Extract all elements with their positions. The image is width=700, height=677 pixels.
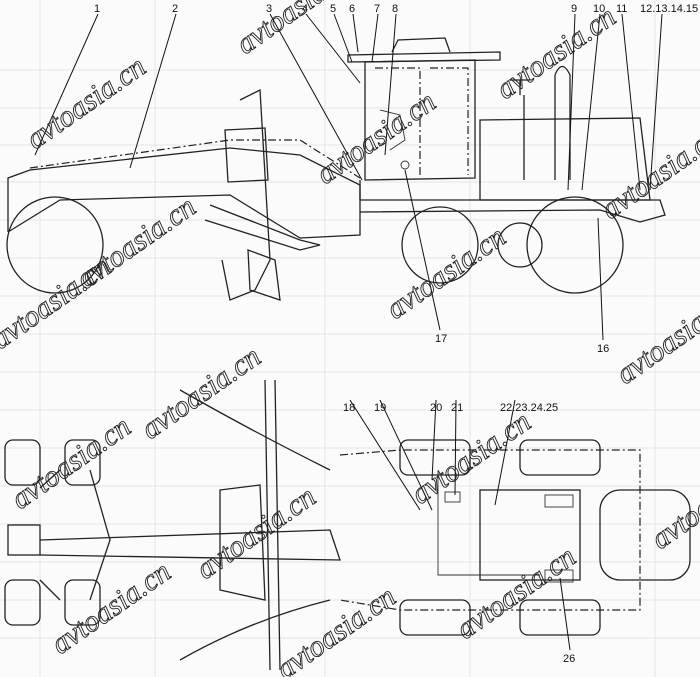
side-view — [6, 37, 666, 301]
callout-22-25: 22.23.24.25 — [500, 402, 558, 414]
callout-6: 6 — [349, 3, 355, 15]
callout-21: 21 — [451, 402, 463, 414]
watermark: avtoasia.cn — [230, 0, 362, 61]
watermark: avtoasia.cn — [270, 580, 402, 677]
callout-8: 8 — [392, 3, 398, 15]
front-left-wheel-top — [4, 439, 41, 486]
callout-10: 10 — [593, 3, 605, 15]
callout-5: 5 — [330, 3, 336, 15]
rear-wheel — [526, 196, 624, 294]
callout-18: 18 — [343, 402, 355, 414]
callout-9: 9 — [571, 3, 577, 15]
watermark: avtoasia.cn — [380, 220, 512, 326]
moldboard-blade-top — [264, 379, 281, 671]
middle-rear-wheel — [401, 206, 479, 284]
watermark: avtoasia.cn — [310, 85, 442, 191]
watermark: avtoasia.cn — [405, 405, 537, 511]
watermark: avtoasia.cn — [190, 480, 322, 586]
engine-top — [479, 489, 581, 581]
tandem-wheel — [497, 222, 543, 268]
watermark: avtoasia.cn — [5, 410, 137, 516]
callout-11: 11 — [616, 3, 627, 15]
top-view — [4, 379, 691, 671]
cab-roof — [347, 51, 501, 63]
watermark: avtoasia.cn — [0, 250, 117, 356]
watermark: avtoasia.cn — [645, 450, 700, 556]
callout-19: 19 — [374, 402, 386, 414]
callout-17: 17 — [435, 333, 447, 345]
callout-20: 20 — [430, 402, 442, 414]
callout-16: 16 — [597, 343, 609, 355]
watermark: avtoasia.cn — [490, 0, 622, 106]
callout-4: 4 — [302, 3, 308, 15]
callout-labels: 1 2 3 4 5 6 7 8 9 10 11 12.13.14.15 16 1… — [94, 3, 698, 665]
leader-lines — [34, 13, 663, 651]
callout-26: 26 — [563, 653, 575, 665]
callout-7: 7 — [374, 3, 380, 15]
watermark: avtoasia.cn — [595, 120, 700, 226]
callout-1: 1 — [94, 3, 100, 15]
callout-3: 3 — [266, 3, 272, 15]
callout-2: 2 — [172, 3, 178, 15]
callout-12-15: 12.13.14.15 — [640, 3, 698, 15]
front-wheel — [6, 196, 104, 294]
engine-hood — [479, 117, 651, 201]
